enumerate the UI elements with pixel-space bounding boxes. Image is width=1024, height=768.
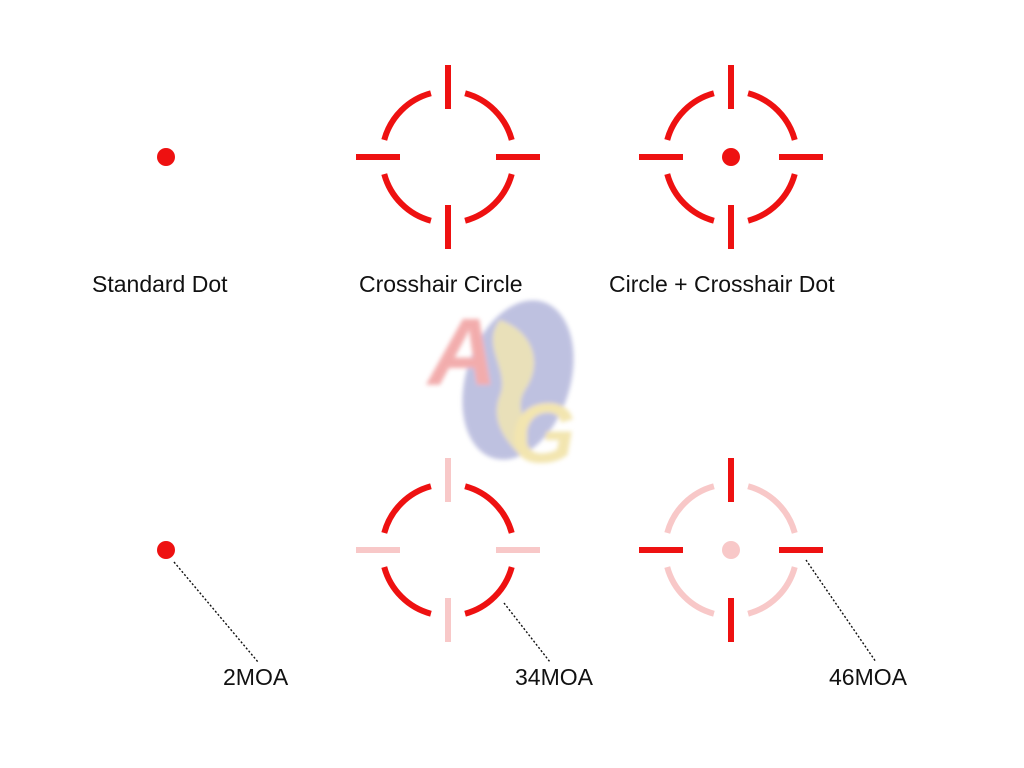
- reticle-center-dot: [722, 541, 740, 559]
- reticle-arc-top-left: [381, 483, 432, 534]
- label-34moa: 34MOA: [515, 664, 593, 690]
- reticle-arc-top-right: [747, 483, 798, 534]
- label-standard-dot: Standard Dot: [92, 271, 228, 297]
- reticle-arc-bottom-right: [747, 566, 798, 617]
- moa-46-crosshair-reticle: [639, 458, 823, 642]
- reticle-arc-top-left: [664, 90, 715, 141]
- reticle-arc-bottom-left: [664, 173, 715, 224]
- reticle-arc-bottom-left: [664, 566, 715, 617]
- reticle-arc-bottom-right: [464, 173, 515, 224]
- leader-line-2moa: [173, 561, 259, 663]
- reticle-arc-top-right: [464, 90, 515, 141]
- reticle-arc-top-right: [464, 483, 515, 534]
- leader-line-46moa: [805, 559, 877, 663]
- watermark-letter-g: G: [510, 386, 575, 480]
- reticle-arc-top-left: [664, 483, 715, 534]
- moa-34-circle-reticle: [356, 458, 540, 642]
- crosshair-circle-reticle: [356, 65, 540, 249]
- reticle-arc-bottom-right: [464, 566, 515, 617]
- reticle-arc-top-left: [381, 90, 432, 141]
- label-circle-crosshair-dot: Circle + Crosshair Dot: [609, 271, 835, 297]
- watermark-logo: A G: [426, 299, 575, 480]
- reticle-arc-bottom-left: [381, 173, 432, 224]
- circle-crosshair-dot-reticle: [639, 65, 823, 249]
- reticle-arc-top-right: [747, 90, 798, 141]
- label-2moa: 2MOA: [223, 664, 289, 690]
- globe-land-shape: [492, 320, 535, 455]
- label-crosshair-circle: Crosshair Circle: [359, 271, 523, 297]
- reticle-center-dot: [722, 148, 740, 166]
- leader-line-34moa: [503, 602, 551, 663]
- watermark-letter-a: A: [426, 299, 497, 406]
- moa-2-dot-reticle: [157, 541, 175, 559]
- reticle-arc-bottom-left: [381, 566, 432, 617]
- standard-dot-reticle: [157, 148, 175, 166]
- label-46moa: 46MOA: [829, 664, 907, 690]
- reticle-arc-bottom-right: [747, 173, 798, 224]
